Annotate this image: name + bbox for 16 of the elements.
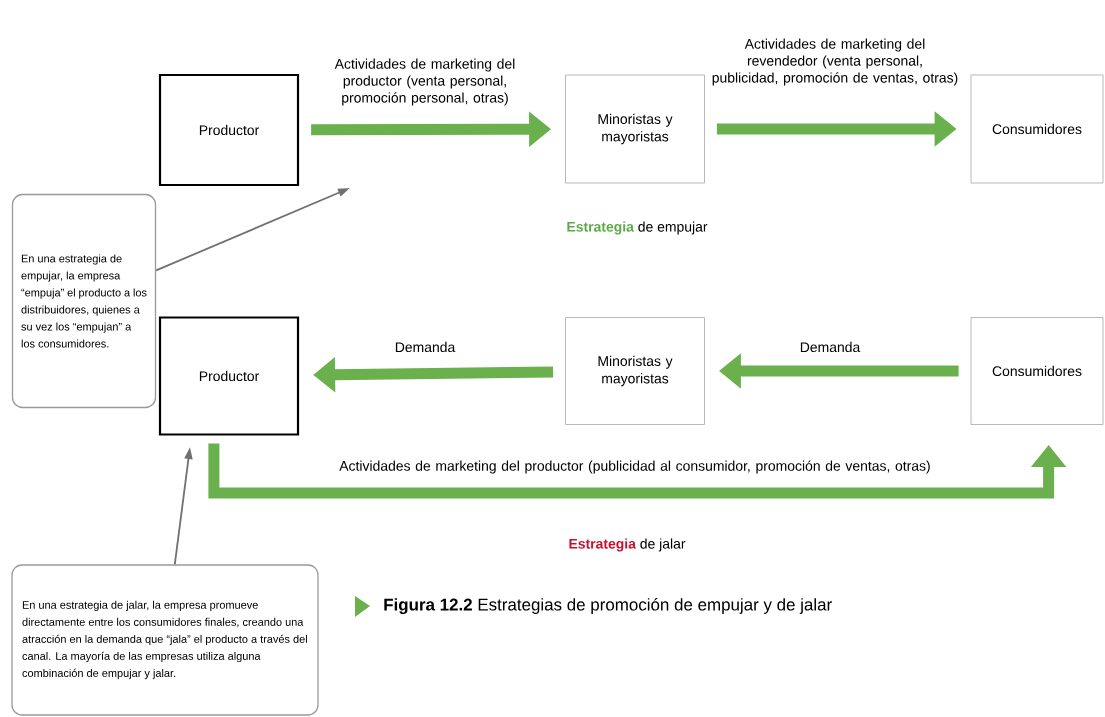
edge-label: Demanda	[395, 341, 456, 353]
edge-label: Actividades de marketing del revendedor (venta personal, publicidad, promoción de ventas, otras)	[712, 38, 958, 86]
process-box: Productor	[158, 73, 300, 187]
process-box: Minoristas y mayoristas	[565, 317, 705, 425]
process-box: Productor	[158, 316, 300, 436]
process-box: Consumidores	[970, 74, 1104, 184]
edge-label: Demanda	[800, 341, 861, 353]
caption: Figura 12.2 Estrategias de promoción de empujar y de jalar	[384, 597, 832, 614]
callout-box: En una estrategia de jalar, la empresa promueve directamente entre los consumidores finales, creando una atracción en la demanda que “jala” el producto a través del canal. La mayoría de las empresas utiliza alguna combinación de empujar y jalar.	[11, 564, 319, 716]
strategy-label: Estrategia de jalar	[569, 538, 686, 552]
callout-box: En una estrategia de empujar, la empresa “empuja” el producto a los distribuidores, quienes a su vez los “empujan” a los consumidores.	[11, 193, 157, 409]
process-box: Consumidores	[970, 317, 1104, 425]
edge-label: Actividades de marketing del productor (venta personal, promoción personal, otras)	[334, 58, 515, 106]
process-box: Minoristas y mayoristas	[565, 74, 705, 184]
strategy-label: Estrategia de empujar	[567, 221, 708, 235]
edge-label: Actividades de marketing del productor (publicidad al consumidor, promoción de ventas, otras)	[339, 460, 930, 474]
